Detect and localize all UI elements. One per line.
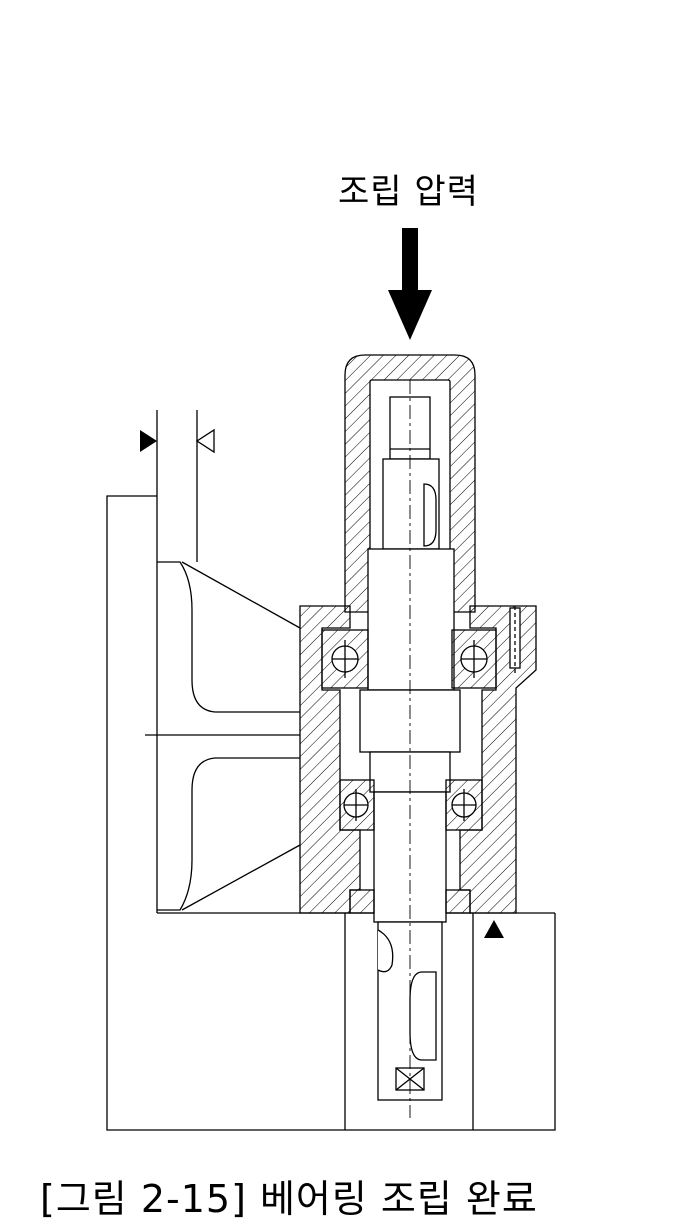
figure-caption: [그림 2-15] 베어링 조립 완료 bbox=[40, 1177, 538, 1221]
press-cap bbox=[344, 354, 476, 613]
lower-bearing bbox=[339, 779, 483, 831]
assembly-pressure-label: 조립 압력 bbox=[338, 172, 479, 212]
bearing-housing bbox=[299, 605, 537, 914]
workpiece-profile bbox=[145, 410, 301, 913]
datum-markers bbox=[140, 428, 504, 938]
upper-bearing bbox=[321, 629, 497, 689]
press-arrow bbox=[388, 228, 432, 340]
spacer-ring bbox=[349, 889, 471, 914]
